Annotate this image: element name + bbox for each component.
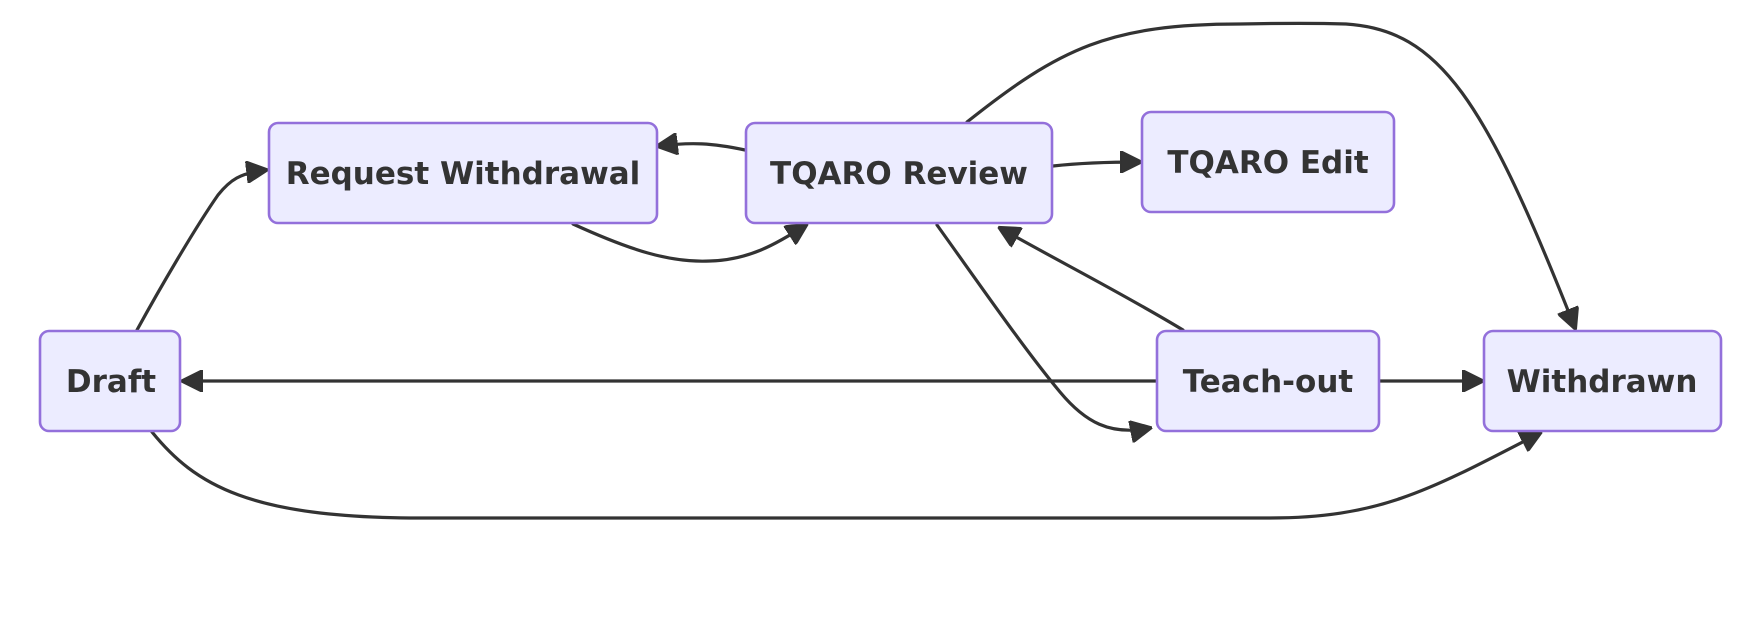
edge-draft-to-request-withdrawal — [135, 170, 266, 332]
node-tqaro-edit[interactable]: TQARO Edit — [1140, 110, 1396, 214]
nodes-layer: Draft Request Withdrawal TQARO Review TQ… — [38, 110, 1723, 433]
edge-request-withdrawal-to-tqaro-review — [571, 222, 806, 263]
node-label-tqaro-edit: TQARO Edit — [1167, 145, 1368, 181]
node-teach-out[interactable]: Teach-out — [1155, 329, 1381, 433]
node-draft[interactable]: Draft — [38, 329, 182, 433]
node-label-withdrawn: Withdrawn — [1507, 364, 1698, 400]
node-label-teach-out: Teach-out — [1183, 364, 1354, 400]
edge-tqaro-review-to-withdrawn — [965, 21, 1575, 328]
edge-tqaro-review-to-teach-out — [935, 223, 1150, 430]
edges-layer — [135, 21, 1575, 520]
node-label-draft: Draft — [66, 364, 156, 400]
node-withdrawn[interactable]: Withdrawn — [1482, 329, 1723, 433]
edge-draft-to-withdrawn — [150, 430, 1540, 520]
edge-teach-out-to-tqaro-review — [1000, 228, 1185, 332]
edge-tqaro-review-to-request-withdrawal — [658, 144, 747, 150]
node-label-request-withdrawal: Request Withdrawal — [286, 156, 641, 192]
node-tqaro-review[interactable]: TQARO Review — [744, 121, 1054, 225]
node-request-withdrawal[interactable]: Request Withdrawal — [267, 121, 659, 225]
edge-tqaro-review-to-tqaro-edit — [1051, 162, 1140, 166]
node-label-tqaro-review: TQARO Review — [770, 156, 1028, 192]
